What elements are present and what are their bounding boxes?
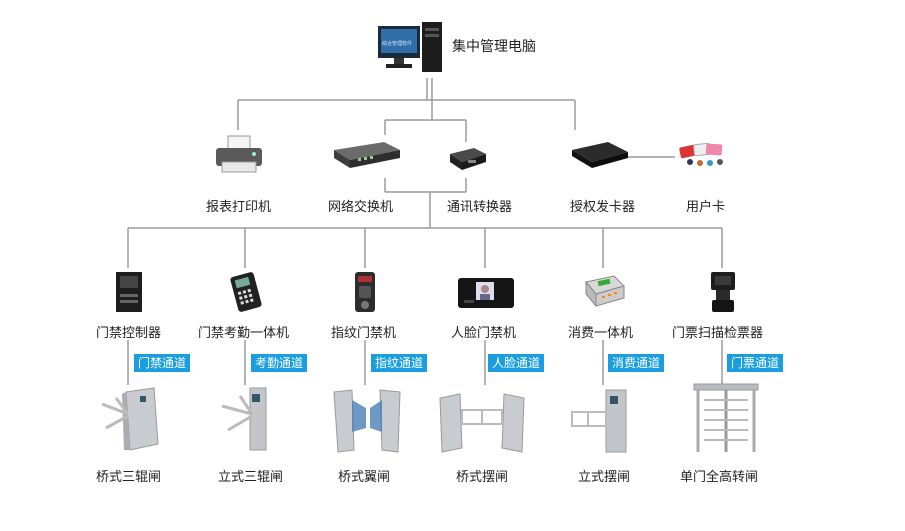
gate-label-6: 单门全高转闸 [680, 470, 759, 485]
gate-bridge-wing [330, 386, 406, 454]
wing-barrier-icon [333, 389, 401, 453]
face-recognition-icon [458, 278, 514, 308]
payment-terminal-label: 消费一体机 [568, 326, 634, 341]
keypad-terminal-icon [230, 272, 262, 312]
switch-device [330, 138, 402, 172]
gate-vertical-swing [566, 386, 636, 454]
printer-device [212, 134, 266, 176]
access-controller-icon [116, 272, 142, 312]
ticket-scanner-icon [711, 272, 735, 312]
channel-tag-face: 人脸通道 [488, 354, 545, 372]
pos-terminal-icon [585, 275, 625, 308]
gate-vertical-tripod [212, 384, 278, 454]
gate-label-3: 桥式翼闸 [338, 470, 391, 485]
cards-icon [679, 142, 723, 166]
full-height-turnstile-icon [693, 383, 759, 452]
payment-terminal-device [580, 272, 628, 312]
gate-full-height [690, 380, 762, 454]
management-computer: 综合管理软件 [376, 18, 446, 80]
ticket-scanner-device [708, 270, 738, 314]
attendance-terminal-label: 门禁考勤一体机 [198, 326, 290, 341]
converter-icon [450, 148, 486, 170]
access-controller-device [114, 270, 144, 314]
face-terminal-label: 人脸门禁机 [451, 326, 517, 341]
converter-device [446, 142, 490, 176]
gate-label-1: 桥式三辊闸 [96, 470, 162, 485]
channel-tag-fingerprint: 指纹通道 [371, 354, 428, 372]
gate-label-2: 立式三辊闸 [218, 470, 284, 485]
gate-bridge-tripod [96, 384, 166, 454]
computer-icon [378, 22, 442, 72]
card-reader-icon [572, 142, 628, 168]
switch-label: 网络交换机 [328, 200, 394, 215]
computer-screen-text: 综合管理软件 [382, 41, 413, 47]
channel-tag-payment: 消费通道 [608, 354, 665, 372]
channel-tag-ticket: 门票通道 [727, 354, 784, 372]
converter-label: 通讯转换器 [447, 200, 513, 215]
gate-bridge-swing [436, 388, 530, 454]
ticket-scanner-label: 门票扫描检票器 [672, 326, 764, 341]
attendance-terminal-device [226, 272, 266, 312]
card-issuer-device [568, 138, 632, 172]
swing-barrier-icon [439, 393, 525, 453]
tripod-turnstile-icon [221, 387, 267, 451]
fingerprint-device [352, 270, 378, 314]
fingerprint-label: 指纹门禁机 [331, 326, 397, 341]
tripod-turnstile-icon [101, 387, 159, 451]
network-switch-icon [334, 142, 400, 168]
gate-label-4: 桥式摆闸 [456, 470, 509, 485]
face-terminal-device [456, 276, 516, 310]
user-card-label: 用户卡 [686, 200, 726, 215]
user-cards [676, 138, 732, 168]
card-issuer-label: 授权发卡器 [570, 200, 636, 215]
printer-label: 报表打印机 [206, 200, 272, 215]
computer-label: 集中管理电脑 [452, 39, 536, 55]
access-controller-label: 门禁控制器 [96, 326, 162, 341]
gate-label-5: 立式摆闸 [578, 470, 631, 485]
channel-tag-access: 门禁通道 [134, 354, 191, 372]
swing-barrier-icon [571, 389, 627, 453]
fingerprint-reader-icon [355, 272, 375, 312]
printer-icon [216, 135, 262, 173]
channel-tag-attendance: 考勤通道 [251, 354, 308, 372]
